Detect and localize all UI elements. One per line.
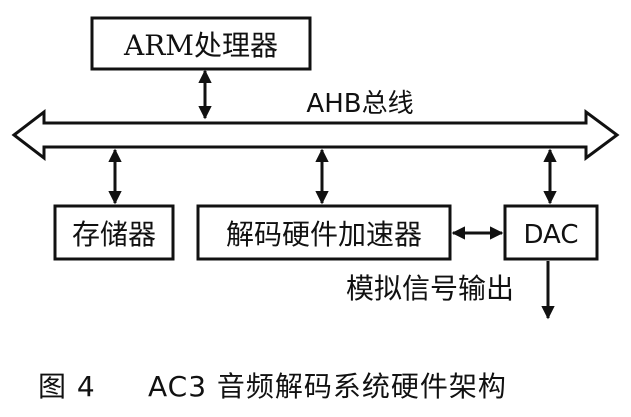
ahb-bus-arrow xyxy=(11,108,620,162)
ahb-bus-label: AHB总线 xyxy=(306,89,413,119)
arm-processor-block: ARM处理器 xyxy=(90,16,312,71)
figure-title: AC3 音频解码系统硬件架构 xyxy=(148,370,507,403)
figure-caption: 图 4 AC3 音频解码系统硬件架构 xyxy=(38,370,507,403)
memory-block: 存储器 xyxy=(53,204,175,261)
ahb-bus: AHB总线 xyxy=(11,89,620,162)
memory-label: 存储器 xyxy=(72,218,156,251)
decoder-accelerator-label: 解码硬件加速器 xyxy=(226,218,422,251)
analog-output-label: 模拟信号输出 xyxy=(346,272,514,305)
dac-block: DAC xyxy=(503,204,599,261)
arm-processor-label: ARM处理器 xyxy=(123,29,278,62)
figure-number: 图 4 xyxy=(38,370,96,403)
decoder-accelerator-block: 解码硬件加速器 xyxy=(196,204,452,261)
dac-label: DAC xyxy=(523,220,578,250)
